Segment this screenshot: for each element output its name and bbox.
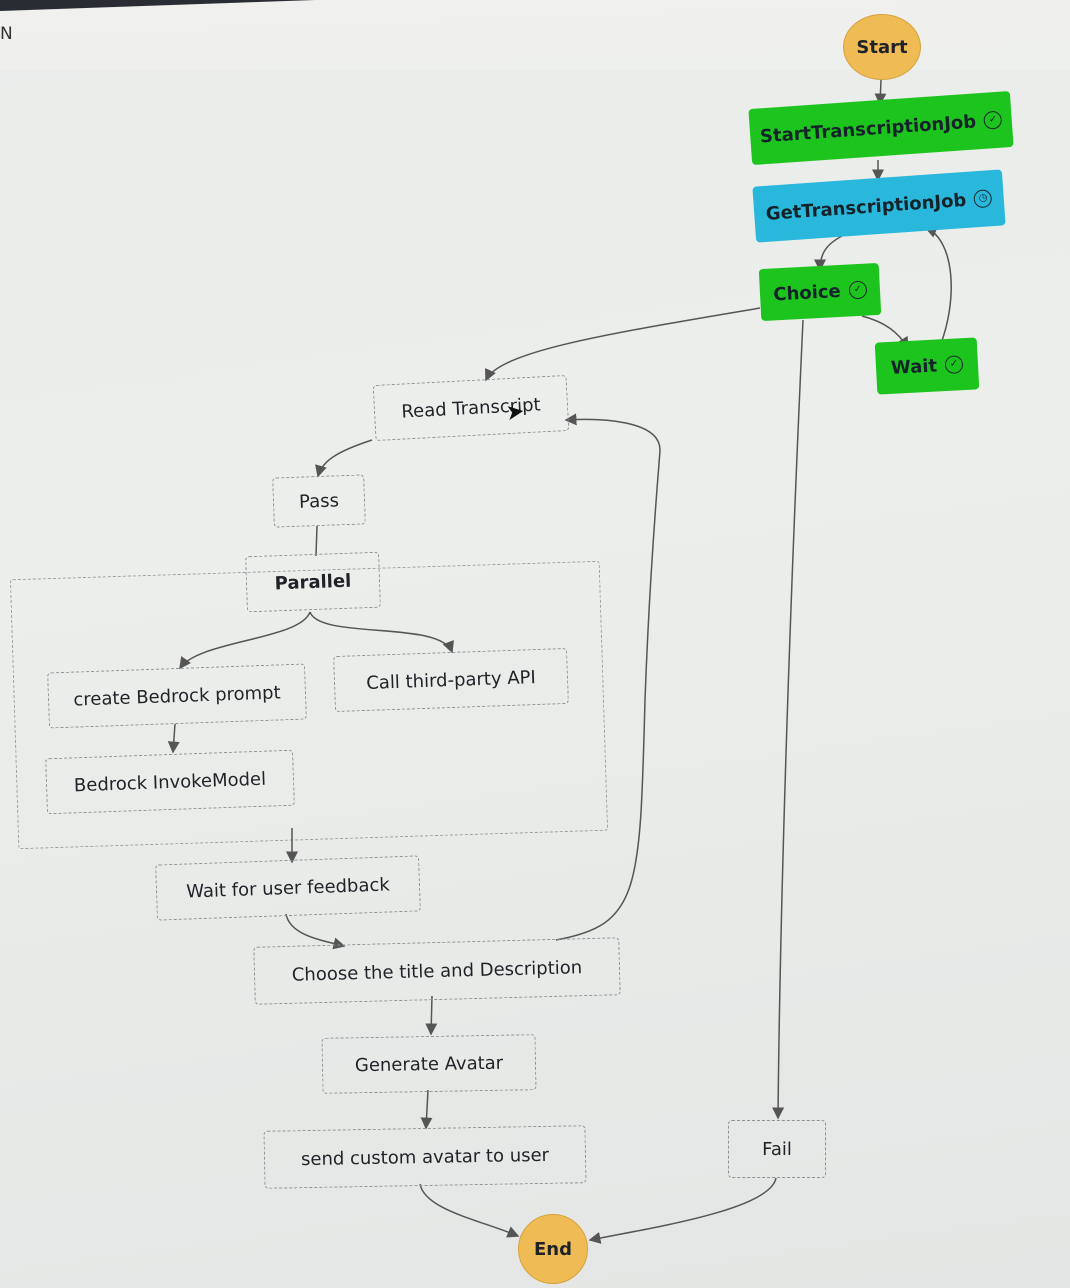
choice-node[interactable]: Choice ✓ [758,262,882,322]
corner-text: N [0,24,13,44]
edge-pass-to-parallel [315,525,318,557]
start-node[interactable]: Start [843,14,921,80]
edge-feedback-to-choose [285,913,346,950]
edge-wait-to-gettranscription [924,226,952,347]
edge-send-to-end [419,1183,520,1238]
create-bedrock-prompt-node[interactable]: create Bedrock prompt [47,663,307,729]
check-circle-icon: ✓ [983,110,1003,130]
fail-node[interactable]: Fail [728,1120,826,1178]
wait-for-user-feedback-label: Wait for user feedback [185,873,391,903]
mouse-cursor-icon: ➤ [504,398,527,427]
parallel-node[interactable]: Parallel [245,551,381,613]
edge-create-prompt-to-invoke [167,723,180,754]
edge-readtranscript-to-pass [315,439,373,478]
choose-title-description-label: Choose the title and Description [291,956,583,986]
pass-label: Pass [298,489,340,513]
get-transcription-job-label: GetTranscriptionJob [765,189,967,225]
create-bedrock-prompt-label: create Bedrock prompt [73,681,281,711]
edge-fail-to-end [588,1177,777,1244]
parallel-label: Parallel [274,570,352,594]
wait-for-user-feedback-node[interactable]: Wait for user feedback [155,855,421,921]
edge-choose-to-readtranscript [555,413,661,941]
clock-icon: ◷ [973,189,993,209]
fail-label: Fail [762,1138,792,1160]
end-label: End [534,1238,572,1260]
pass-node[interactable]: Pass [272,474,366,528]
check-circle-icon: ✓ [944,355,964,375]
edge-parallel-to-create-prompt [179,611,311,670]
call-third-party-api-label: Call third-party API [365,666,537,694]
edge-generate-to-send [420,1089,433,1130]
send-custom-avatar-label: send custom avatar to user [300,1144,550,1170]
edge-choice-to-fail [772,319,804,1120]
generate-avatar-label: Generate Avatar [354,1052,504,1076]
choose-title-description-node[interactable]: Choose the title and Description [253,937,621,1005]
bedrock-invoke-model-node[interactable]: Bedrock InvokeModel [45,749,295,815]
edge-choose-to-generate [425,995,438,1036]
read-transcript-node[interactable]: Read Transcript [372,374,570,442]
send-custom-avatar-node[interactable]: send custom avatar to user [263,1125,587,1189]
start-label: Start [856,36,908,58]
end-node[interactable]: End [518,1214,588,1284]
choice-label: Choice [772,280,842,305]
edge-choice-to-readtranscript [485,307,761,382]
check-circle-icon: ✓ [848,280,868,300]
start-transcription-job-label: StartTranscriptionJob [759,110,977,147]
wait-node[interactable]: Wait ✓ [874,337,980,395]
generate-avatar-node[interactable]: Generate Avatar [321,1034,537,1094]
wait-label: Wait [890,354,938,379]
edge-parallel-to-third-party [309,611,454,654]
call-third-party-api-node[interactable]: Call third-party API [333,647,569,713]
bedrock-invoke-model-label: Bedrock InvokeModel [73,768,267,796]
